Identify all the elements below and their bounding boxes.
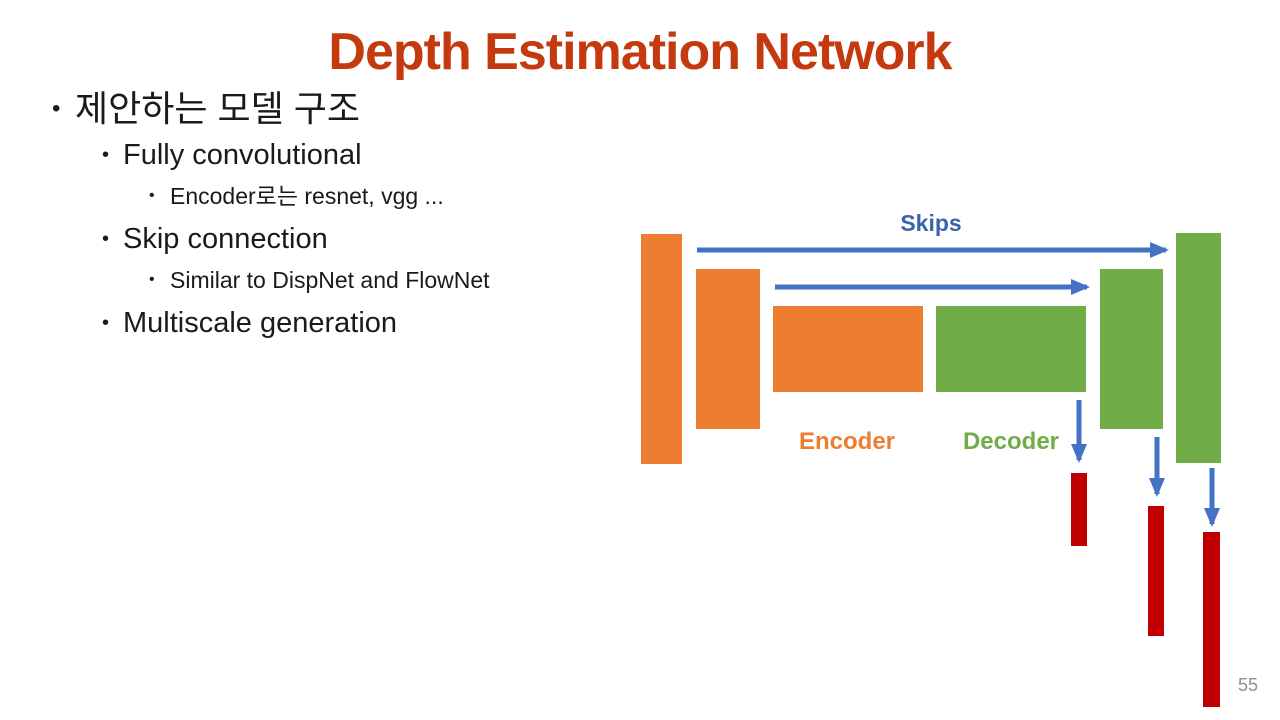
bullet-marker: • xyxy=(149,187,155,204)
multiscale-output-3 xyxy=(1203,532,1220,707)
bullet-marker: • xyxy=(102,312,110,334)
decoder-label: Decoder xyxy=(962,428,1060,455)
bullet-marker: • xyxy=(52,95,61,122)
decoder-layer-2 xyxy=(1100,269,1163,429)
encoder-layer-1 xyxy=(641,234,682,464)
bullet-marker: • xyxy=(102,228,110,250)
bullet-item-model-structure: • 제안하는 모델 구조 xyxy=(40,86,660,132)
multiscale-output-1 xyxy=(1071,473,1087,546)
encoder-layer-3 xyxy=(773,306,923,392)
bullet-text: Encoder로는 resnet, vgg ... xyxy=(170,183,444,209)
slide-title: Depth Estimation Network xyxy=(328,23,952,81)
bullet-item-fully-convolutional: • Fully convolutional xyxy=(40,134,660,176)
bullet-item-encoder-backbones: • Encoder로는 resnet, vgg ... xyxy=(40,176,660,216)
page-number: 55 xyxy=(1238,675,1259,695)
bullet-item-multiscale-generation: • Multiscale generation xyxy=(40,302,660,344)
bullet-text: Fully convolutional xyxy=(123,139,362,171)
decoder-layer-3 xyxy=(936,306,1086,392)
skips-label: Skips xyxy=(900,210,962,236)
bullet-text: Skip connection xyxy=(123,223,328,255)
decoder-layer-1 xyxy=(1176,233,1221,463)
bullet-marker: • xyxy=(149,271,155,288)
bullet-item-skip-connection: • Skip connection xyxy=(40,218,660,260)
bullet-marker: • xyxy=(102,144,110,166)
bullet-item-similar-dispnet-flownet: • Similar to DispNet and FlowNet xyxy=(40,260,660,300)
bullet-text: Similar to DispNet and FlowNet xyxy=(170,267,490,293)
multiscale-output-2 xyxy=(1148,506,1164,636)
bullet-text: Multiscale generation xyxy=(123,307,398,339)
encoder-layer-2 xyxy=(696,269,760,429)
encoder-label: Encoder xyxy=(798,428,896,455)
bullet-text: 제안하는 모델 구조 xyxy=(75,88,360,129)
bullet-list: • 제안하는 모델 구조 • Fully convolutional • Enc… xyxy=(40,86,660,344)
